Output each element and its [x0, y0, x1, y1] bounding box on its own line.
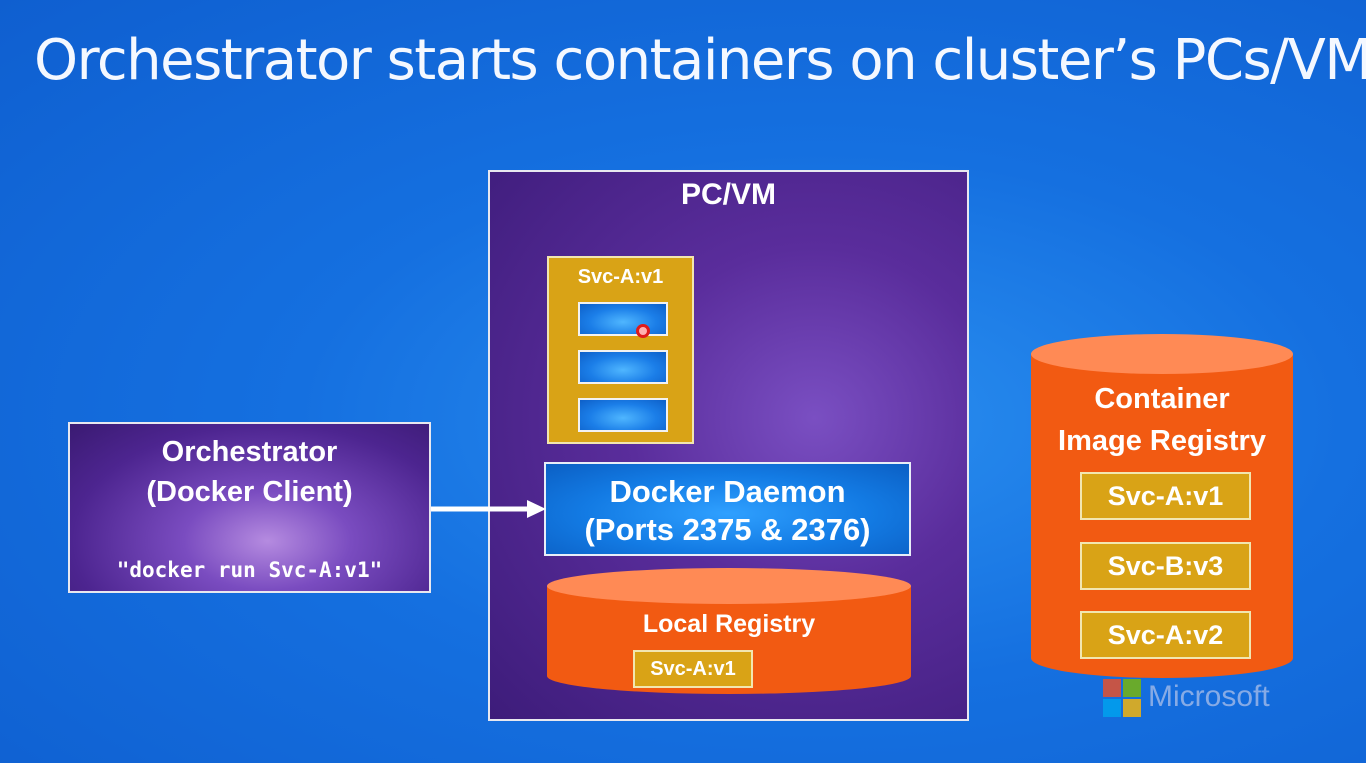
registry-image-tag: Svc-A:v2 — [1080, 611, 1251, 659]
slide-title: Orchestrator starts containers on cluste… — [34, 28, 1366, 93]
docker-daemon-box: Docker Daemon (Ports 2375 & 2376) — [544, 462, 911, 556]
orchestrator-title: Orchestrator — [161, 436, 338, 468]
pointer-cursor-icon — [636, 324, 650, 338]
container-layer — [578, 398, 668, 432]
local-image-tag: Svc-A:v1 — [633, 650, 753, 688]
microsoft-logo-icon — [1103, 679, 1141, 717]
registry-title: Container Image Registry — [1031, 378, 1293, 462]
container-image-registry-cylinder: Container Image Registry Svc-A:v1 Svc-B:… — [1031, 334, 1293, 678]
registry-image-tag: Svc-B:v3 — [1080, 542, 1251, 590]
registry-title-line2: Image Registry — [1058, 425, 1266, 457]
pc-vm-title: PC/VM — [680, 178, 776, 211]
running-container-svc-a-v1: Svc-A:v1 — [547, 256, 694, 444]
orchestrator-subtitle: (Docker Client) — [146, 476, 353, 508]
arrow-icon — [431, 500, 546, 518]
registry-image-tag: Svc-A:v1 — [1080, 472, 1251, 520]
microsoft-wordmark: Microsoft — [1148, 680, 1270, 713]
daemon-ports: (Ports 2375 & 2376) — [584, 512, 871, 547]
container-layer — [578, 350, 668, 384]
local-registry-title: Local Registry — [642, 610, 816, 638]
cylinder-top — [547, 568, 911, 604]
container-layer — [578, 302, 668, 336]
daemon-title: Docker Daemon — [609, 474, 846, 509]
container-label: Svc-A:v1 — [577, 266, 664, 288]
docker-run-command: "docker run Svc-A:v1" — [116, 558, 383, 582]
local-registry-cylinder: Local Registry Svc-A:v1 — [547, 568, 911, 694]
orchestrator-box: Orchestrator (Docker Client) "docker run… — [68, 422, 431, 593]
registry-title-line1: Container — [1094, 383, 1230, 415]
cylinder-top — [1031, 334, 1293, 374]
